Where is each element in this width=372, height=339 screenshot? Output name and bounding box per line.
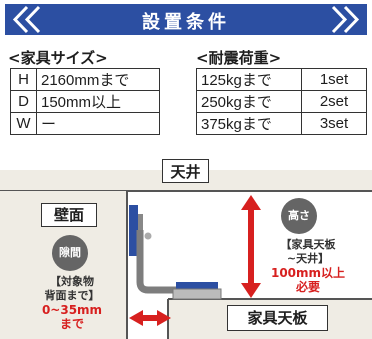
wall-label: 壁面 (41, 203, 97, 227)
seismic-load-table: 125kgまで 1set 250kgまで 2set 375kgまで 3set (196, 68, 367, 135)
furniture-size-table: H 2160mmまで D 150mm以上 W ー (10, 68, 160, 135)
load-quantity: 1set (301, 68, 367, 91)
gap-range-unit: まで (59, 317, 84, 331)
page-title: 設置条件 (142, 12, 230, 33)
height-value: 100mm以上 (270, 266, 346, 280)
seismic-load-heading: <耐震荷重> (196, 49, 282, 67)
load-weight: 375kgまで (196, 112, 302, 135)
table-row: 125kgまで 1set (196, 68, 367, 91)
gap-badge: 隙間 (52, 235, 88, 271)
mounting-bracket (129, 205, 222, 300)
ceiling-label: 天井 (162, 159, 209, 183)
height-arrow (241, 195, 261, 298)
title-banner: 設置条件 (5, 4, 367, 35)
double-chevron-left-icon (12, 5, 41, 34)
height-note: 【家具天板 ~天井】 100mm以上 必要 (261, 238, 355, 294)
gap-note: 【対象物 背面まで】 0~35mm まで (32, 275, 112, 331)
height-note-line2: ~天井】 (286, 252, 330, 265)
table-row: W ー (10, 112, 160, 135)
double-chevron-right-icon (331, 5, 360, 34)
height-badge: 高さ (281, 198, 317, 234)
gap-arrow (129, 310, 171, 326)
furniture-top-label: 家具天板 (227, 305, 328, 331)
height-value-unit: 必要 (295, 280, 320, 294)
height-note-line1: 【家具天板 (280, 238, 336, 251)
load-quantity: 3set (301, 112, 367, 135)
furniture-size-heading: <家具サイズ> (8, 49, 108, 67)
gap-note-line1: 【対象物 (50, 275, 94, 288)
gap-range: 0~35mm (41, 303, 103, 317)
dimension-value: 150mm以上 (36, 90, 160, 113)
dimension-key: W (10, 112, 37, 135)
gap-note-line2: 背面まで】 (44, 289, 100, 302)
table-row: 375kgまで 3set (196, 112, 367, 135)
dimension-value: ー (36, 112, 160, 135)
table-row: D 150mm以上 (10, 90, 160, 113)
table-row: H 2160mmまで (10, 68, 160, 91)
